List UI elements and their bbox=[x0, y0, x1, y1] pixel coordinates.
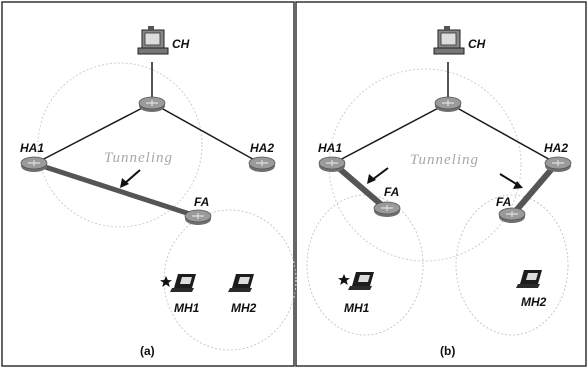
ch-label: CH bbox=[468, 37, 486, 51]
fa-region-circle bbox=[163, 209, 297, 351]
router-icon bbox=[373, 201, 401, 218]
router-icon bbox=[184, 209, 212, 226]
tunneling-label: Tunneling bbox=[410, 152, 479, 168]
mh2-label: MH2 bbox=[231, 301, 257, 315]
ch-label: CH bbox=[172, 37, 190, 51]
router-icon bbox=[318, 156, 346, 173]
tunnel-line bbox=[35, 161, 197, 219]
router-icon bbox=[544, 156, 572, 173]
ha2-label: HA2 bbox=[250, 141, 274, 155]
star-icon bbox=[338, 274, 350, 285]
router-icon bbox=[138, 96, 166, 113]
mh1-label: MH1 bbox=[174, 301, 200, 315]
arrow-icon bbox=[499, 173, 523, 189]
tunneling-label: Tunneling bbox=[104, 150, 173, 166]
ha2-link bbox=[153, 103, 259, 163]
laptop-icon bbox=[170, 274, 196, 292]
panel-b-border bbox=[295, 1, 587, 367]
router-icon bbox=[434, 96, 462, 113]
panel-b: CH HA1 HA2 FA FA Tunneling MH1 MH2 (b) bbox=[306, 25, 572, 358]
ha1-label: HA1 bbox=[318, 141, 342, 155]
ha1-link bbox=[37, 103, 151, 163]
fa-label: FA bbox=[194, 195, 209, 209]
router-icon bbox=[498, 207, 526, 224]
laptop-icon bbox=[516, 270, 542, 288]
star-icon bbox=[160, 276, 172, 287]
arrow-icon bbox=[120, 169, 141, 188]
laptop-icon bbox=[348, 272, 374, 290]
fa-left-label: FA bbox=[384, 185, 399, 199]
panel-a-border bbox=[1, 1, 295, 367]
computer-icon bbox=[137, 25, 169, 55]
router-icon bbox=[20, 156, 48, 173]
mh2-label: MH2 bbox=[521, 295, 547, 309]
panel-a-caption: (a) bbox=[140, 344, 155, 358]
panel-b-caption: (b) bbox=[440, 344, 455, 358]
ha1-label: HA1 bbox=[20, 141, 44, 155]
fa-right-label: FA bbox=[496, 195, 511, 209]
computer-icon bbox=[433, 25, 465, 55]
tunnel-line-right bbox=[511, 162, 559, 215]
tunnel-line-left bbox=[332, 161, 386, 210]
ha1-link bbox=[335, 103, 447, 163]
router-icon bbox=[248, 156, 276, 173]
mh1-label: MH1 bbox=[344, 301, 370, 315]
ha2-label: HA2 bbox=[544, 141, 568, 155]
ha1-region-circle bbox=[37, 62, 203, 228]
fa-right-region-circle bbox=[455, 194, 569, 336]
panel-a: CH HA1 HA2 FA Tunneling MH1 MH2 (a) bbox=[20, 25, 297, 358]
arrow-icon bbox=[367, 167, 389, 184]
ha2-link bbox=[449, 103, 555, 163]
laptop-icon bbox=[228, 274, 254, 292]
fa-left-region-circle bbox=[306, 194, 424, 336]
